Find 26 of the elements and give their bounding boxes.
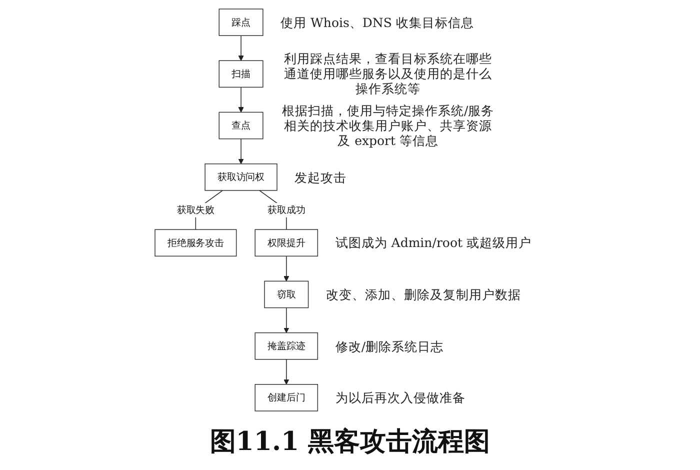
description-text: 使用 Whois、DNS 收集目标信息 — [280, 14, 474, 30]
arrow — [238, 138, 244, 164]
description-text: 利用踩点结果，查看目标系统在哪些通道使用哪些服务以及使用的是什么操作系统等 — [283, 51, 494, 96]
node-box: 窃取 — [264, 280, 308, 308]
arrow — [283, 256, 289, 282]
description-text: 为以后再次入侵做准备 — [335, 390, 466, 406]
description-text: 根据扫描，使用与特定操作系统/服务相关的技术收集用户账户、共享资源及 export 等信息 — [280, 103, 496, 148]
arrow — [238, 86, 244, 112]
node-box: 查点 — [218, 112, 263, 140]
node-box: 扫描 — [218, 60, 263, 88]
arrow — [283, 307, 289, 334]
edge-label: 获取成功 — [267, 204, 305, 216]
description-text: 修改/删除系统日志 — [335, 338, 444, 354]
arrow — [283, 359, 289, 385]
node-box: 权限提升 — [254, 229, 318, 257]
node-box: 创建后门 — [254, 384, 318, 412]
node-box: 获取访问权 — [204, 163, 278, 191]
node-box: 踩点 — [218, 8, 263, 36]
description-text: 发起攻击 — [294, 170, 347, 185]
arrow — [238, 35, 244, 61]
figure-caption: 图11.1 黑客攻击流程图 — [210, 427, 490, 457]
node-box: 掩盖踪迹 — [254, 332, 318, 360]
description-text: 改变、添加、删除及复制用户数据 — [326, 286, 521, 302]
edge-label: 获取失败 — [176, 204, 214, 216]
description-text: 试图成为 Admin/root 或超级用户 — [335, 235, 532, 250]
node-box: 拒绝服务攻击 — [154, 229, 236, 257]
